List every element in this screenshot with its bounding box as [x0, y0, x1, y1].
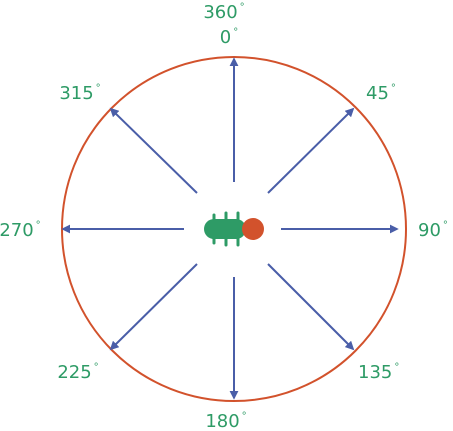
- label-180: 180°: [205, 411, 246, 431]
- arrow-315: [109, 107, 198, 194]
- label-270: 270°: [0, 220, 41, 241]
- bug-icon: [204, 211, 264, 247]
- label-90: 90°: [418, 220, 448, 241]
- label-315: 315°: [59, 83, 100, 104]
- arrow-135: [267, 263, 355, 351]
- arrows: [61, 57, 399, 400]
- label-225: 225°: [57, 362, 98, 383]
- arrow-45: [267, 107, 355, 194]
- label-45: 45°: [366, 83, 396, 104]
- label-135: 135°: [358, 362, 399, 383]
- label-0: 0°: [220, 27, 238, 48]
- arrow-225: [109, 263, 198, 351]
- label-360: 360°: [203, 2, 244, 23]
